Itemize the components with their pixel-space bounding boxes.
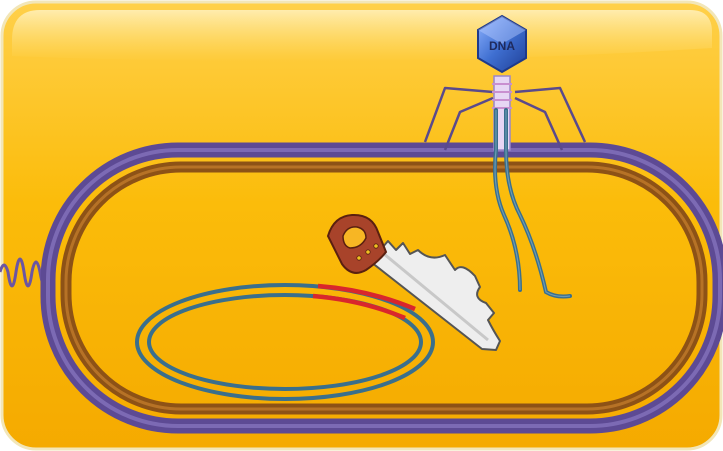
injected-phage-dna-inner [494, 110, 571, 298]
phage-tail-rings [492, 83, 512, 109]
saw-blade-shade [371, 242, 489, 342]
phage-tail-fibers [423, 86, 587, 151]
saw-rivet [356, 255, 362, 261]
phage-capsid-label: DNA [489, 39, 515, 53]
saw-rivet [373, 243, 379, 249]
chromosome-strand-outer [135, 283, 435, 401]
flagellum-icon [0, 257, 52, 289]
bacterial-chromosome [135, 283, 435, 401]
saw-handle-grip-hole [342, 226, 367, 249]
saw-rivet [365, 249, 371, 255]
panel-gloss [12, 10, 712, 62]
outer-membrane-highlight [46, 148, 722, 428]
chromosome-strand-inner [147, 293, 423, 391]
cell-wall-highlight [64, 165, 704, 411]
saw-blade [347, 235, 501, 351]
cut-dna-segment [312, 283, 416, 321]
saw-icon [326, 213, 501, 351]
phage-capsid-facet [478, 16, 526, 44]
phage-capsid [477, 14, 527, 74]
